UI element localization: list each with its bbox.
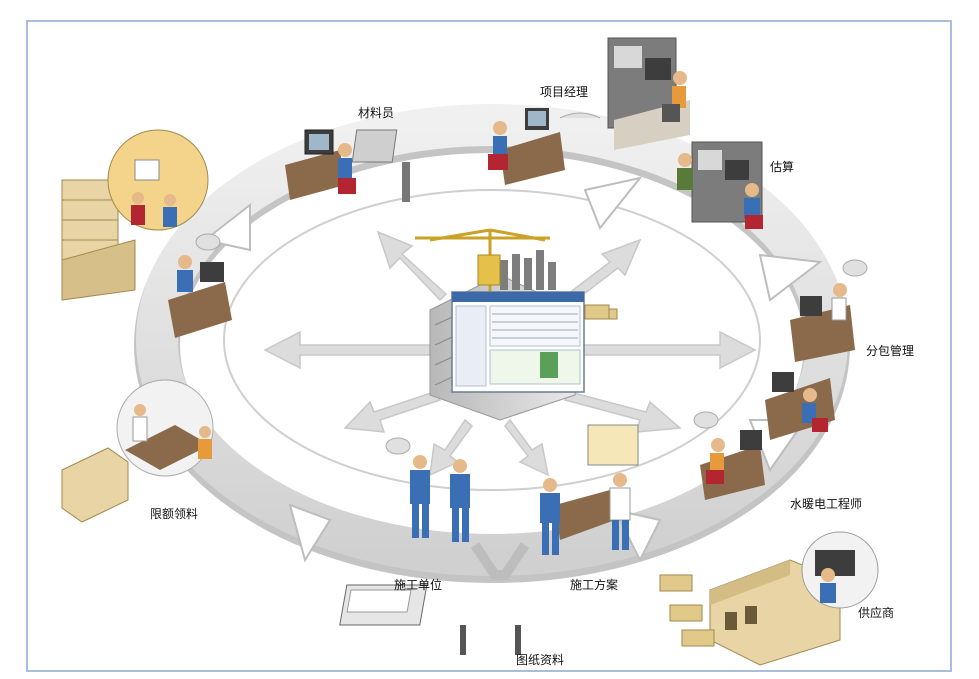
label-drawings: 图纸资料: [516, 653, 565, 667]
plotter-icon: [339, 542, 530, 655]
label-construction-plan: 施工方案: [570, 578, 619, 592]
ring-arrow-bottom-left: [288, 503, 332, 563]
ring-arrowheads: [202, 176, 823, 563]
label-construction-unit: 施工单位: [394, 578, 443, 592]
ring-arrow-right-upper: [758, 253, 823, 302]
workstation-cubicle-top-right: [607, 37, 690, 150]
construction-unit-workers: [385, 437, 470, 542]
arrow-right: [559, 330, 757, 370]
supplier-warehouse-icon: [659, 531, 879, 666]
workstation-material-clerk: [285, 129, 410, 202]
workstation-budget: [677, 141, 763, 229]
arrow-down-right2: [504, 418, 550, 477]
workstation-left-mid: [168, 233, 232, 338]
arrow-up-left: [376, 230, 448, 302]
label-material-clerk: 材料员: [358, 106, 395, 120]
arrow-down-left2: [429, 418, 474, 477]
label-supplier: 供应商: [858, 606, 895, 620]
label-subcontract-mgmt: 分包管理: [866, 344, 915, 358]
workstation-quota: [61, 379, 214, 523]
construction-plan-group: [540, 424, 639, 555]
label-quota-requisition: 限额领料: [150, 507, 199, 521]
ring-arrow-top-right: [583, 176, 643, 230]
workstation-mep: [693, 372, 835, 500]
workstation-project-manager: [488, 108, 601, 185]
radial-arrows: [263, 230, 757, 477]
warehouse-icon: [61, 447, 129, 523]
label-budget: 估算: [770, 160, 795, 174]
speech-bubble-icon: [693, 411, 719, 429]
arrow-down-right: [563, 391, 682, 433]
workstation-subcontract: [790, 259, 868, 362]
center-building-icon: [415, 228, 618, 421]
office-building-icon: [61, 129, 209, 301]
speech-bubble-icon: [195, 233, 221, 251]
label-project-manager: 项目经理: [540, 85, 589, 99]
arrow-left: [263, 330, 431, 370]
label-mep-engineer: 水暖电工程师: [790, 497, 863, 511]
arrow-down-left: [343, 391, 442, 433]
truck-icon: [659, 574, 715, 647]
software-window-icon: [451, 291, 585, 393]
truck-icon: [584, 304, 618, 320]
speech-bubble-icon: [385, 437, 411, 455]
speech-bubble-icon: [842, 259, 868, 277]
